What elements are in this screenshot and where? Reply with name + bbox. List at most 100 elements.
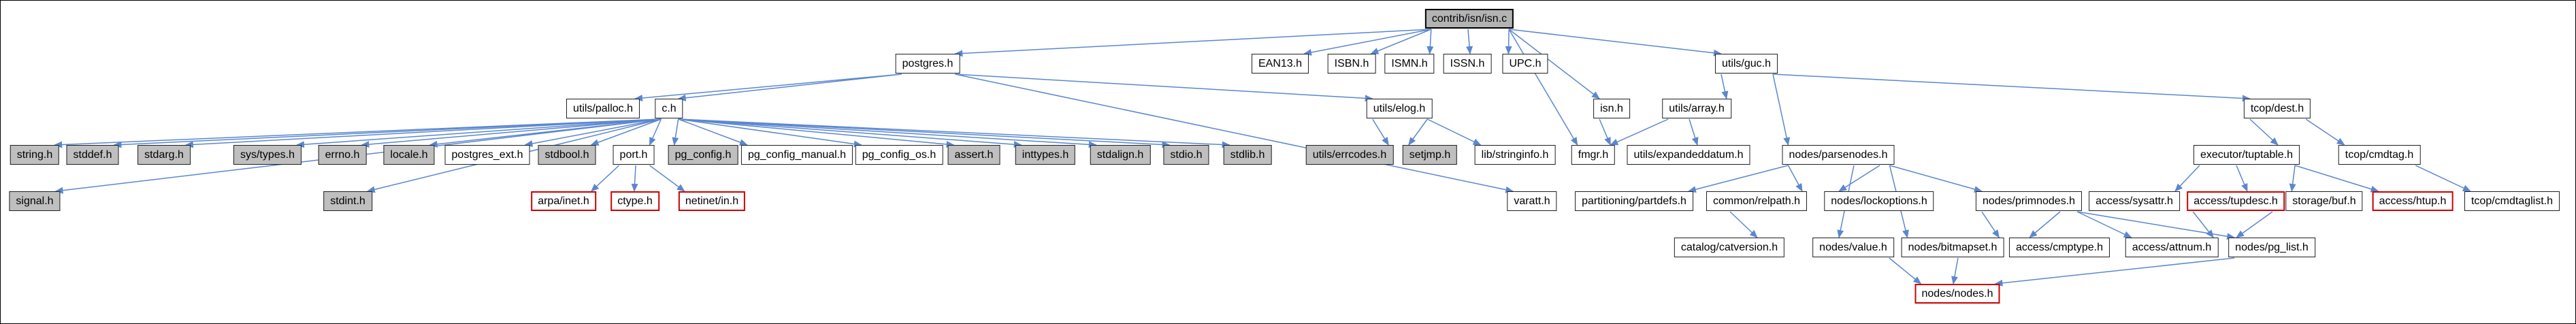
- graph-node-postgres-ext-h[interactable]: postgres_ext.h: [444, 145, 530, 165]
- graph-node-utils-guc-h[interactable]: utils/guc.h: [1714, 54, 1778, 74]
- graph-node-pg-config-h: pg_config.h: [668, 145, 738, 165]
- graph-node-string-h: string.h: [10, 145, 60, 165]
- graph-edge: [954, 29, 1431, 57]
- graph-node-stdio-h: stdio.h: [1163, 145, 1209, 165]
- graph-edge: [955, 74, 1373, 102]
- graph-edge: [296, 118, 662, 148]
- graph-node-locale-h: locale.h: [383, 145, 435, 165]
- graph-node-access-tupdesc-h[interactable]: access/tupdesc.h: [2187, 191, 2285, 211]
- graph-node-stdarg-h: stdarg.h: [137, 145, 191, 165]
- graph-node-utils-array-h[interactable]: utils/array.h: [1662, 99, 1731, 118]
- graph-node-isn-h[interactable]: isn.h: [1593, 99, 1630, 118]
- graph-edge: [1370, 29, 1432, 54]
- graph-node-access-htup-h[interactable]: access/htup.h: [2372, 191, 2453, 211]
- graph-edge: [1505, 29, 1512, 54]
- graph-edge: [590, 118, 662, 146]
- graph-node-sys-types-h: sys/types.h: [233, 145, 302, 165]
- graph-edge: [2305, 118, 2345, 146]
- graph-node-stddef-h: stddef.h: [66, 145, 119, 165]
- graph-node-access-sysattr-h[interactable]: access/sysattr.h: [2089, 191, 2180, 211]
- graph-node-nodes-primnodes-h[interactable]: nodes/primnodes.h: [1975, 191, 2083, 211]
- graph-edge: [678, 118, 1230, 148]
- graph-node-postgres-h[interactable]: postgres.h: [895, 54, 960, 74]
- graph-node-nodes-bitmapset-h[interactable]: nodes/bitmapset.h: [1901, 238, 2004, 257]
- graph-node-signal-h: signal.h: [9, 191, 61, 211]
- graph-node-utils-elog-h[interactable]: utils/elog.h: [1366, 99, 1433, 118]
- graph-edge: [1508, 29, 1578, 146]
- graph-node-utils-palloc-h[interactable]: utils/palloc.h: [566, 99, 640, 118]
- graph-edge: [2289, 165, 2296, 192]
- graph-edge: [1772, 74, 1791, 146]
- graph-edge: [361, 118, 662, 148]
- graph-node-nodes-lockoptions-h[interactable]: nodes/lockoptions.h: [1824, 191, 1934, 211]
- graph-edge: [955, 74, 1514, 193]
- graph-node-upc-h[interactable]: UPC.h: [1502, 54, 1548, 74]
- graph-edge: [184, 118, 662, 148]
- graph-edge: [1466, 29, 1473, 54]
- graph-edge: [677, 74, 902, 101]
- graph-node-common-relpath-h[interactable]: common/relpath.h: [1706, 191, 1808, 211]
- graph-node-port-h[interactable]: port.h: [613, 145, 655, 165]
- graph-node-nodes-pg-list-h[interactable]: nodes/pg_list.h: [2228, 238, 2315, 257]
- graph-node-nodes-value-h[interactable]: nodes/value.h: [1812, 238, 1894, 257]
- graph-node-pg-config-os-h[interactable]: pg_config_os.h: [855, 145, 943, 165]
- graph-edge: [649, 165, 685, 192]
- graph-node-arpa-inet-h: arpa/inet.h: [531, 191, 596, 211]
- graph-edge: [1303, 29, 1432, 56]
- graph-node-storage-buf-h[interactable]: storage/buf.h: [2285, 191, 2363, 211]
- graph-node-access-cmptype-h[interactable]: access/cmptype.h: [2008, 238, 2110, 257]
- graph-edge: [2415, 165, 2471, 192]
- graph-node-tcop-cmdtaglist-h[interactable]: tcop/cmdtaglist.h: [2464, 191, 2560, 211]
- graph-edge: [1951, 257, 1959, 285]
- graph-node-varatt-h[interactable]: varatt.h: [1507, 191, 1557, 211]
- graph-node-fmgr-h[interactable]: fmgr.h: [1571, 145, 1616, 165]
- graph-edge: [672, 118, 679, 146]
- graph-edge: [1787, 165, 1803, 192]
- graph-node-contrib-isn-isn-c: contrib/isn/isn.c: [1424, 9, 1514, 29]
- graph-node-setjmp-h: setjmp.h: [1402, 145, 1458, 165]
- graph-node-issn-h[interactable]: ISSN.h: [1443, 54, 1492, 74]
- graph-node-utils-expandeddatum-h[interactable]: utils/expandeddatum.h: [1627, 145, 1750, 165]
- graph-edge: [1509, 29, 1722, 56]
- graph-edge: [1508, 29, 1600, 99]
- graph-edge: [1772, 74, 2251, 102]
- graph-node-ean13-h[interactable]: EAN13.h: [1251, 54, 1309, 74]
- graph-edge: [2249, 118, 2279, 146]
- graph-edge: [678, 118, 748, 146]
- graph-edge: [1426, 118, 1482, 146]
- graph-edge: [634, 74, 902, 101]
- graph-node-lib-stringinfo-h[interactable]: lib/stringinfo.h: [1474, 145, 1556, 165]
- graph-edge: [1889, 165, 1983, 193]
- graph-node-inttypes-h: inttypes.h: [1015, 145, 1076, 165]
- graph-edge: [1994, 257, 2235, 287]
- graph-node-nodes-parsenodes-h[interactable]: nodes/parsenodes.h: [1782, 145, 1895, 165]
- graph-node-c-h[interactable]: c.h: [655, 99, 683, 118]
- graph-node-ctype-h: ctype.h: [610, 191, 659, 211]
- graph-node-pg-config-manual-h[interactable]: pg_config_manual.h: [740, 145, 853, 165]
- graph-edge: [678, 118, 955, 148]
- graph-edge: [113, 118, 662, 148]
- graph-node-stdint-h: stdint.h: [323, 191, 372, 211]
- graph-edge: [678, 118, 862, 148]
- graph-node-stdlib-h: stdlib.h: [1223, 145, 1272, 165]
- graph-node-stdbool-h: stdbool.h: [538, 145, 596, 165]
- graph-edge: [1889, 257, 1922, 285]
- graph-node-tcop-dest-h[interactable]: tcop/dest.h: [2243, 99, 2311, 118]
- graph-edge: [631, 165, 638, 192]
- graph-node-tcop-cmdtag-h[interactable]: tcop/cmdtag.h: [2338, 145, 2421, 165]
- graph-edge: [1610, 118, 1669, 146]
- graph-node-partitioning-partdefs-h[interactable]: partitioning/partdefs.h: [1575, 191, 1693, 211]
- graph-edge: [678, 118, 1097, 148]
- graph-edge: [1408, 118, 1428, 146]
- graph-node-executor-tuptable-h[interactable]: executor/tuptable.h: [2193, 145, 2300, 165]
- graph-edge: [2294, 165, 2379, 193]
- graph-node-access-attnum-h[interactable]: access/attnum.h: [2125, 238, 2219, 257]
- graph-edge: [2076, 211, 2132, 238]
- graph-node-ismn-h[interactable]: ISMN.h: [1384, 54, 1435, 74]
- graph-edge: [1981, 211, 2000, 238]
- graph-node-nodes-nodes-h[interactable]: nodes/nodes.h: [1914, 284, 2000, 304]
- graph-node-catalog-catversion-h[interactable]: catalog/catversion.h: [1674, 238, 1785, 257]
- graph-node-isbn-h[interactable]: ISBN.h: [1327, 54, 1376, 74]
- graph-edge: [1372, 118, 1389, 146]
